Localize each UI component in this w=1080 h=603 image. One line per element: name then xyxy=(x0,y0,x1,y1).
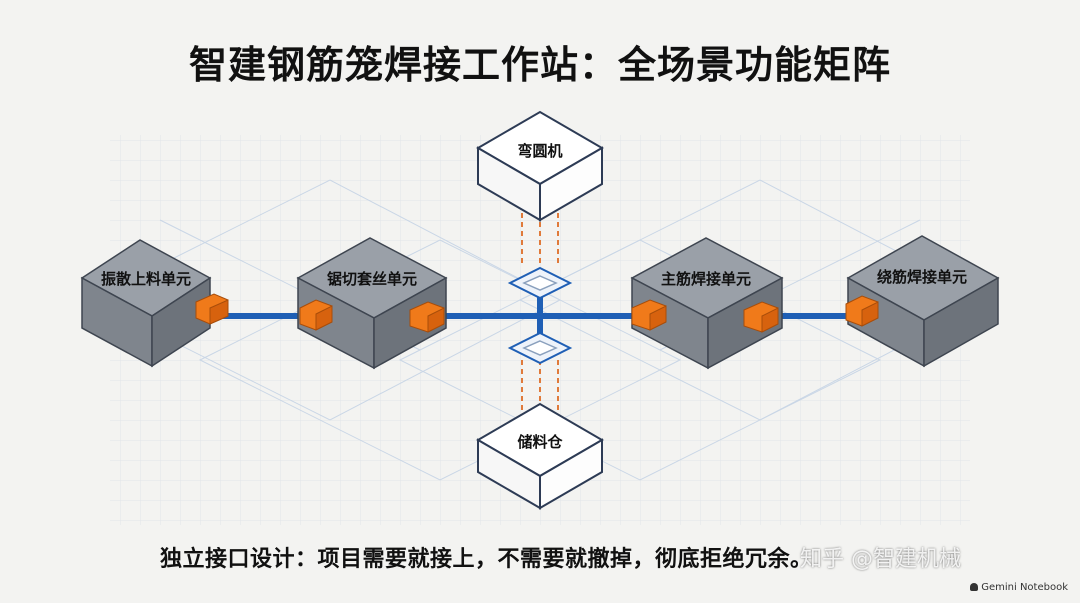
unit-label-2: 锯切套丝单元 xyxy=(327,270,417,288)
unit-block-3: 主筋焊接单元 xyxy=(630,237,784,370)
node-bending-machine: 弯圆机 xyxy=(476,110,604,222)
connector-port-right xyxy=(409,301,445,333)
page-title: 智建钢筋笼焊接工作站：全场景功能矩阵 xyxy=(188,43,891,87)
junction-bottom xyxy=(507,331,573,365)
unit-block-1: 振散上料单元 xyxy=(80,239,229,368)
node-storage-bin: 储料仓 xyxy=(476,402,604,510)
unit-label-4: 绕筋焊接单元 xyxy=(877,268,967,286)
watermark-text: 知乎 @智建机械 xyxy=(800,547,961,572)
connector-port-left xyxy=(299,299,333,331)
node-label-top: 弯圆机 xyxy=(517,142,562,160)
unit-label-3: 主筋焊接单元 xyxy=(661,270,751,288)
brand-text: Gemini Notebook xyxy=(981,582,1068,593)
node-label-bottom: 储料仓 xyxy=(517,433,563,451)
junction-top xyxy=(507,266,573,300)
unit-block-4: 绕筋焊接单元 xyxy=(845,235,1000,368)
connector-port-left xyxy=(631,299,667,331)
connector-port xyxy=(195,293,229,325)
connector-port-right xyxy=(743,301,779,333)
connector-port xyxy=(845,295,879,327)
unit-block-2: 锯切套丝单元 xyxy=(296,237,448,370)
brand-label: Gemini Notebook xyxy=(970,582,1068,593)
unit-label-1: 振散上料单元 xyxy=(101,270,191,288)
caption-text: 独立接口设计：项目需要就接上，不需要就撤掉，彻底拒绝冗余。 xyxy=(160,547,813,572)
notebook-icon xyxy=(970,583,979,591)
